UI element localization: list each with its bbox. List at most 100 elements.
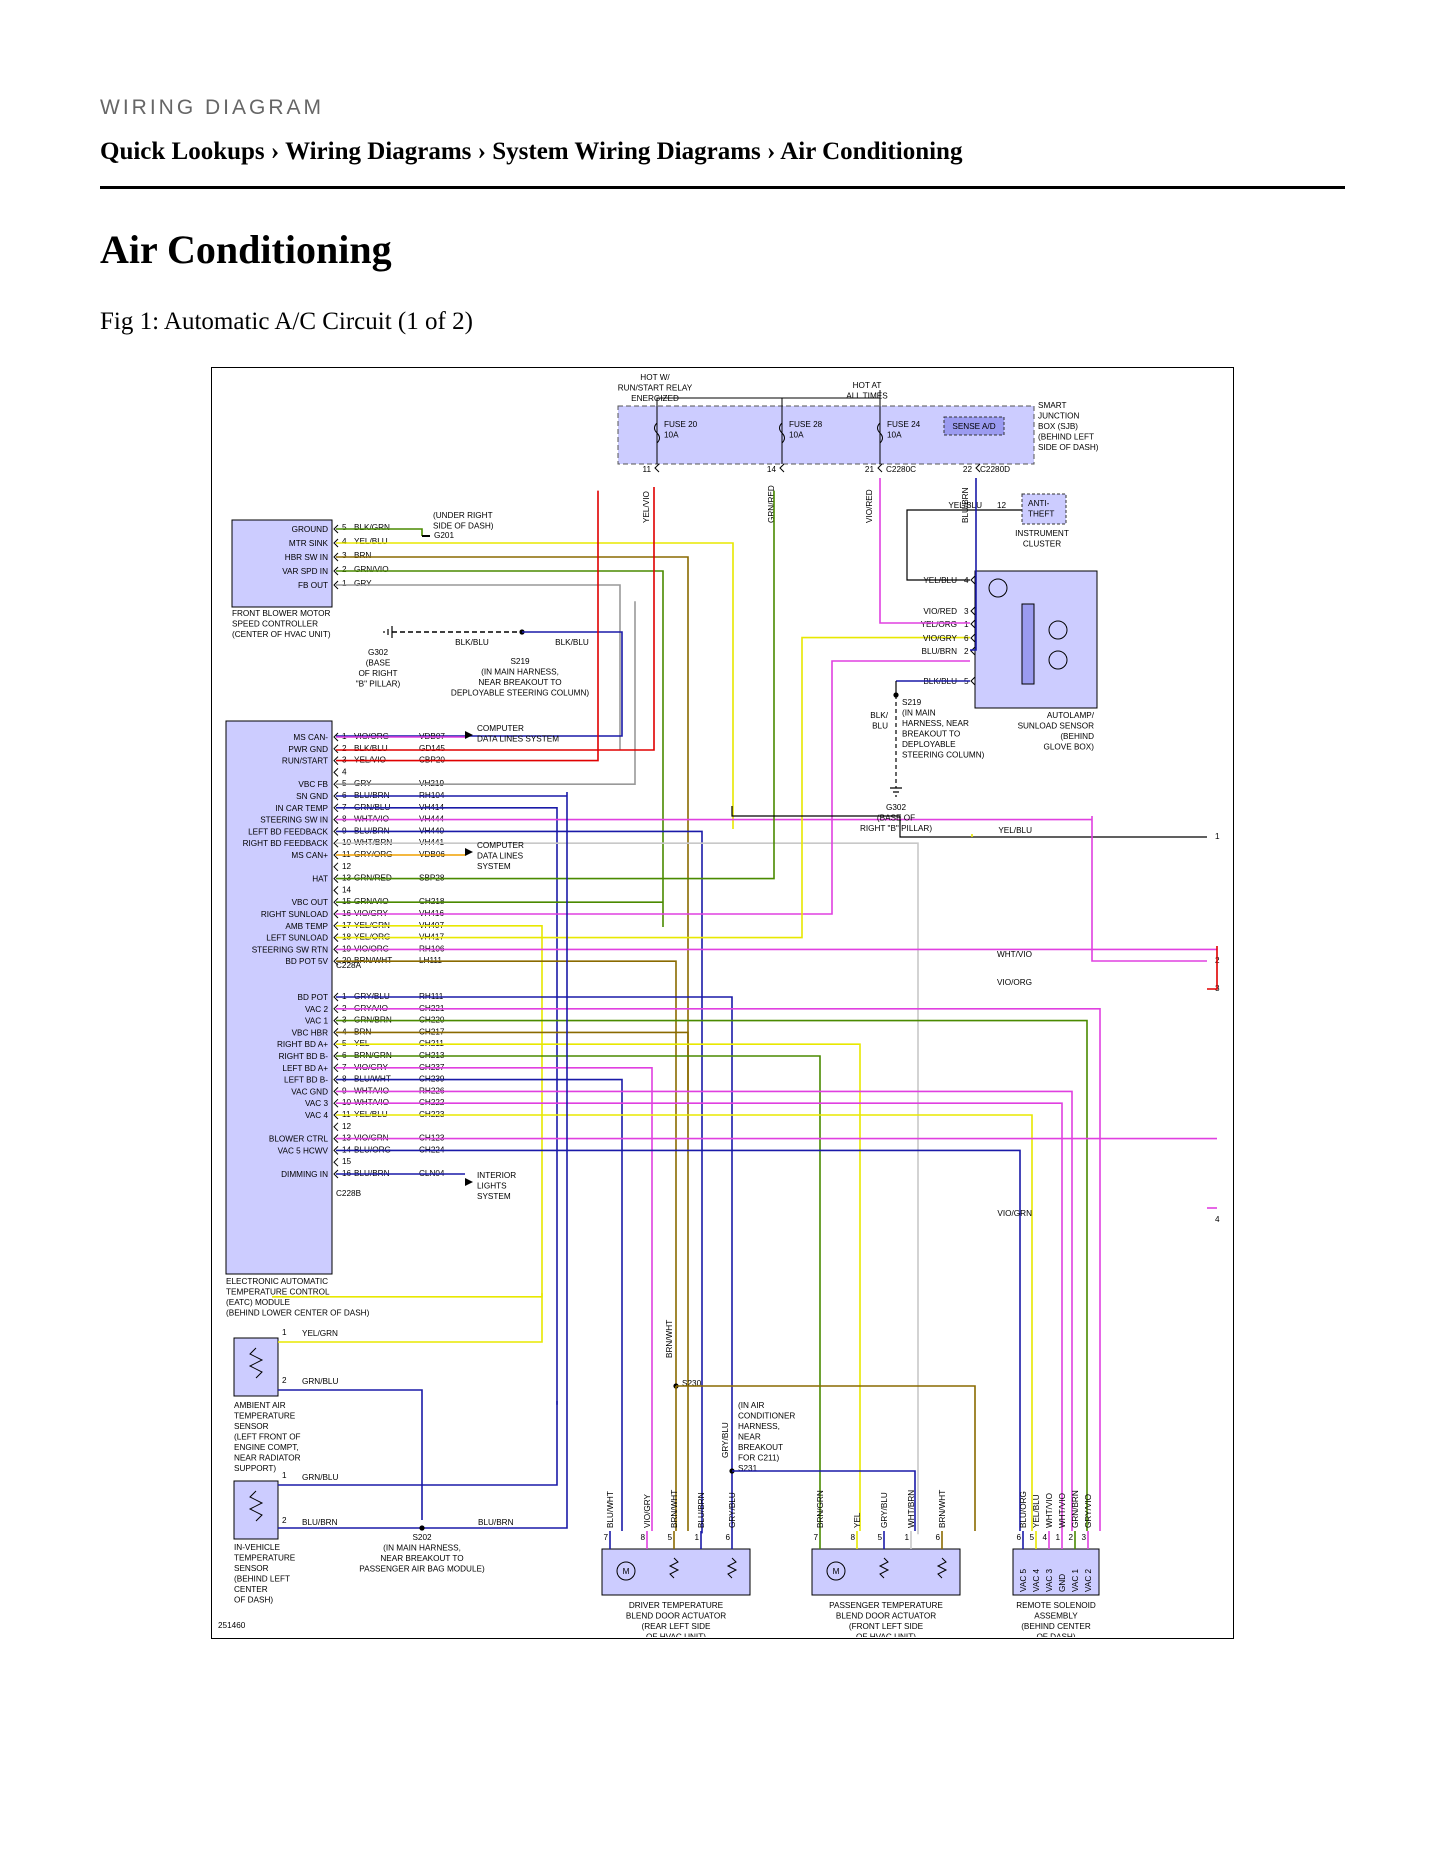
thermistor-icon <box>248 1347 264 1379</box>
eatc-pin-name: RIGHT BD B- <box>279 1052 329 1061</box>
sense-ad-block <box>943 416 1005 436</box>
wire-yel-vio-run <box>336 487 655 751</box>
wire-grn-brn <box>336 1019 1088 1531</box>
wire-grn-vio <box>336 570 664 927</box>
pin-connector <box>333 1039 339 1049</box>
pin-connector <box>333 1028 339 1037</box>
connector-id: C228B <box>336 1189 362 1198</box>
pin-number: 1 <box>904 1533 909 1542</box>
wire-label: VIO/RED <box>865 489 874 523</box>
sense-ad-label: SENSE A/D <box>952 422 995 431</box>
wire-label: YEL <box>853 1512 862 1528</box>
pin-name: GROUND <box>292 525 328 534</box>
wire-gry-vio <box>336 1008 1101 1531</box>
pin-number: 3 <box>964 607 969 616</box>
pin-connector <box>333 580 339 590</box>
pin-connector <box>333 1016 339 1025</box>
pin-connector <box>333 1146 339 1155</box>
pin-number: 6 <box>964 634 969 643</box>
wire-label: GRN/RED <box>767 485 776 523</box>
pin-number: 12 <box>342 1122 352 1131</box>
header-rule <box>100 186 1345 189</box>
eatc-pin-name: DIMMING IN <box>281 1170 328 1179</box>
wire-label: BRN <box>354 551 371 560</box>
wire-label: VIO/RED <box>923 607 957 616</box>
wire-label: BLK/BLU <box>455 638 489 647</box>
pin-number: 5 <box>667 1533 672 1542</box>
breadcrumb-item[interactable]: Wiring Diagrams <box>285 138 472 165</box>
wire-label: WHT/BRN <box>907 1490 916 1528</box>
eatc-pin-name: AMB TEMP <box>285 922 328 931</box>
pin-number: 5 <box>1029 1533 1034 1542</box>
pin-connector <box>333 874 339 883</box>
wire-label: BLK/BLU <box>354 744 388 753</box>
wire-label: YEL/BLU <box>998 826 1032 835</box>
pin-number: 1 <box>282 1471 287 1480</box>
wire-label: GRY/BLU <box>880 1492 889 1528</box>
pin-connector <box>333 992 339 1002</box>
pin-connector <box>333 1169 339 1179</box>
passenger-actuator-box <box>811 1548 961 1596</box>
wire-blk-grn <box>336 528 423 536</box>
pin-connector <box>333 815 339 824</box>
pin-number: 4 <box>342 767 347 776</box>
ground-symbol <box>383 626 393 638</box>
wire-label: WHT/VIO <box>997 950 1032 959</box>
wire-wht-vio <box>336 1102 1063 1531</box>
wire-label: WHT/VIO <box>1045 1493 1054 1528</box>
wire-label: GRN/BLU <box>302 1473 338 1482</box>
pin-number: 12 <box>997 501 1007 510</box>
pin-number: 4 <box>964 576 969 585</box>
pin-number: 2 <box>964 647 969 656</box>
motor-symbol: M <box>833 1567 840 1576</box>
eatc-pin-name: MS CAN+ <box>291 851 328 860</box>
wire-gry <box>336 601 636 785</box>
wire-yel-blu-offpage <box>731 806 1207 838</box>
pin-number: 7 <box>813 1533 818 1542</box>
resistor-icon <box>668 1557 680 1579</box>
pin-number: 4 <box>1042 1533 1047 1542</box>
sense-pin-label: 22 <box>963 465 973 474</box>
circuit-label: GD145 <box>419 744 445 753</box>
thermistor-icon <box>248 1490 264 1522</box>
eatc-pin-name: VAC 4 <box>305 1111 329 1120</box>
eatc-pin-name: RIGHT BD A+ <box>277 1040 328 1049</box>
pin-number: 5 <box>342 523 347 532</box>
pin-number: 14 <box>342 885 352 894</box>
eatc-pin-name: BD POT 5V <box>285 957 328 966</box>
wire-yel-org <box>336 636 970 939</box>
wire-label: BLU/WHT <box>606 1491 615 1528</box>
pin-number: 5 <box>877 1533 882 1542</box>
pin-connector <box>333 803 339 813</box>
fuse-pin-label: 14 <box>767 465 777 474</box>
wire-label: WHT/VIO <box>1058 1493 1067 1528</box>
breadcrumb: Quick Lookups › Wiring Diagrams › System… <box>100 138 962 166</box>
photodiode-icon <box>988 578 1008 598</box>
ground-symbol <box>890 787 902 797</box>
breadcrumb-item[interactable]: Quick Lookups <box>100 138 265 165</box>
breadcrumb-item[interactable]: System Wiring Diagrams <box>492 138 761 165</box>
eatc-pin-name: VAC GND <box>291 1087 328 1096</box>
wire-label: BRN/WHT <box>665 1320 674 1358</box>
pin-connector <box>333 779 339 789</box>
eatc-pin-name: IN CAR TEMP <box>275 804 328 813</box>
pin-connector <box>333 827 339 836</box>
pin-connector <box>333 1004 339 1014</box>
resistor-icon <box>936 1557 948 1579</box>
wire-label: BLU/ORG <box>1019 1491 1028 1528</box>
eatc-pin-name: VAC 5 HCWV <box>278 1146 329 1155</box>
pin-number: 1 <box>694 1533 699 1542</box>
wire-gry-blu <box>336 996 733 1531</box>
wire-grn-blu <box>278 1389 423 1520</box>
pin-connector <box>333 1157 339 1167</box>
fuse-icon <box>877 422 883 444</box>
fuse-pin-label: 11 <box>643 465 652 474</box>
pin-number: 6 <box>935 1533 940 1542</box>
